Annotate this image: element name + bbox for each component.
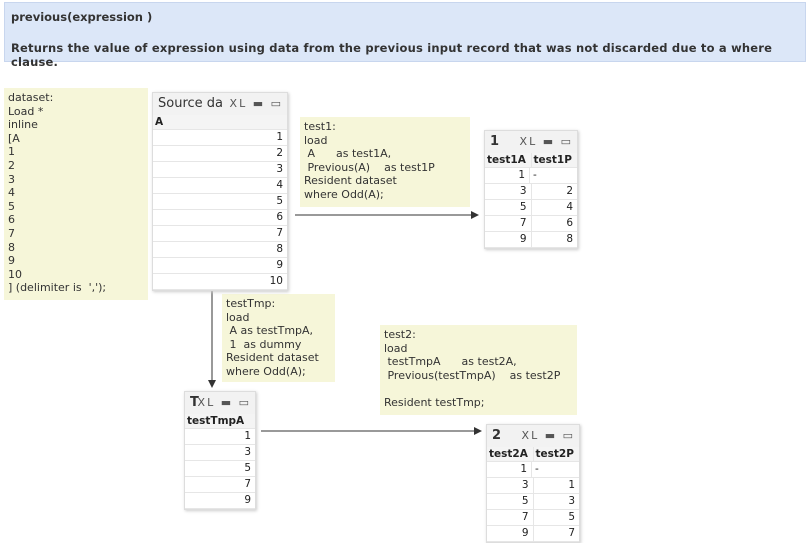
table-cell: 9: [487, 526, 534, 541]
xl-minimize-maximize-icons[interactable]: XL ▬ ▭: [229, 97, 283, 110]
table-cell: 7: [485, 216, 532, 231]
column-header[interactable]: testTmpA: [187, 415, 245, 427]
table-cell: 7: [487, 510, 534, 525]
xl-minimize-maximize-icons[interactable]: XL ▬ ▭: [519, 135, 573, 148]
test1-script-note: test1: load A as test1A, Previous(A) as …: [300, 117, 470, 207]
table-row: 2: [153, 146, 287, 162]
table-cell: -: [535, 463, 539, 475]
test2-script-note: test2: load testTmpA as test2A, Previous…: [380, 325, 577, 415]
table-cell: -: [533, 169, 537, 181]
table-row: 7: [185, 477, 255, 493]
table-cell: 1: [487, 462, 532, 477]
column-header[interactable]: test2A: [487, 447, 534, 461]
xl-minimize-maximize-icons[interactable]: XL ▬ ▭: [521, 429, 575, 442]
table-cell: 3: [487, 478, 534, 493]
table-cell: 9: [276, 259, 283, 271]
table-row: 1: [153, 130, 287, 146]
table-cell: 5: [244, 462, 251, 474]
table-cell: 6: [566, 217, 573, 229]
source-data-table[interactable]: Source da XL ▬ ▭ A 1 2 3 4 5 6 7 8 9 10: [152, 92, 288, 291]
table-row: 9: [153, 258, 287, 274]
table-row: 1-: [487, 462, 579, 478]
table-cell: 9: [485, 232, 532, 247]
table-cell: 8: [276, 243, 283, 255]
xl-minimize-maximize-icons[interactable]: XL ▬ ▭: [197, 396, 251, 409]
table-row: 3: [185, 445, 255, 461]
table-cell: 2: [276, 147, 283, 159]
table-cell: 4: [566, 201, 573, 213]
column-header[interactable]: A: [155, 116, 164, 128]
table-row: 1-: [485, 168, 577, 184]
testtmp-script-note: testTmp: load A as testTmpA, 1 as dummy …: [222, 294, 335, 382]
table-row: 9: [185, 493, 255, 509]
function-description: Returns the value of expression using da…: [11, 41, 773, 69]
table-row: 5: [185, 461, 255, 477]
load-script-note: dataset: Load * inline [A 1 2 3 4 5 6 7 …: [4, 88, 148, 300]
table-cell: 10: [269, 275, 283, 287]
table-cell: 5: [485, 200, 532, 215]
column-header[interactable]: test2P: [535, 448, 574, 460]
table-row: 4: [153, 178, 287, 194]
table-cell: 1: [276, 131, 283, 143]
table-cell: 1: [485, 168, 530, 183]
table-caption[interactable]: 2 XL ▬ ▭: [487, 425, 579, 447]
table-title: 2: [492, 428, 502, 443]
table-cell: 8: [566, 233, 573, 245]
table-cell: 5: [276, 195, 283, 207]
table-cell: 6: [276, 211, 283, 223]
table-header-row: A: [153, 115, 287, 130]
table-cell: 1: [568, 479, 575, 491]
table-row: 10: [153, 274, 287, 290]
table-cell: 9: [244, 494, 251, 506]
table-cell: 5: [487, 494, 534, 509]
table-cell: 3: [244, 446, 251, 458]
column-header[interactable]: test1P: [533, 154, 572, 166]
table-cell: 3: [276, 163, 283, 175]
table-caption[interactable]: Source da XL ▬ ▭: [153, 93, 287, 115]
table-cell: 7: [244, 478, 251, 490]
function-header: previous(expression ) Returns the value …: [4, 2, 806, 69]
table-cell: 3: [485, 184, 532, 199]
table-title: Source da: [158, 96, 223, 111]
table-header-row: testTmpA: [185, 414, 255, 429]
table-row: 6: [153, 210, 287, 226]
table-cell: 7: [568, 527, 575, 539]
table-caption[interactable]: 1 XL ▬ ▭: [485, 131, 577, 153]
function-title: previous(expression ): [11, 10, 153, 24]
table-cell: 1: [244, 430, 251, 442]
table-row: 7: [153, 226, 287, 242]
table-row: 5: [153, 194, 287, 210]
table-cell: 2: [566, 185, 573, 197]
table-cell: 5: [568, 511, 575, 523]
table-cell: 3: [568, 495, 575, 507]
table-cell: 4: [276, 179, 283, 191]
table-row: 1: [185, 429, 255, 445]
table-row: 8: [153, 242, 287, 258]
table-cell: 7: [276, 227, 283, 239]
table-title: T: [190, 395, 199, 410]
table-row: 3: [153, 162, 287, 178]
column-header[interactable]: test1A: [485, 153, 532, 167]
table-title: 1: [490, 134, 500, 149]
